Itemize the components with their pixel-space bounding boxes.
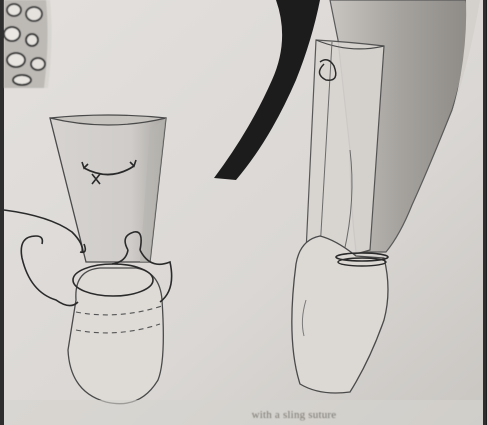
caption-text: with a sling suture xyxy=(252,409,337,421)
bone-texture-fragment xyxy=(4,0,52,88)
figure-caption: ........................................… xyxy=(110,409,410,421)
